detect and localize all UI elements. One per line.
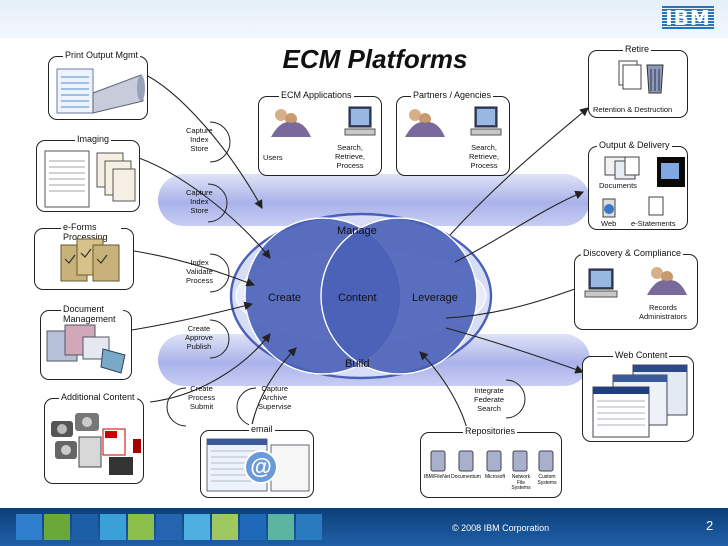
arrows — [127, 71, 589, 436]
retire-icon — [618, 60, 664, 94]
retire-box[interactable]: Retire Retention & Destruction — [588, 44, 688, 118]
arrow-print — [139, 71, 263, 209]
box-label: email — [249, 424, 275, 434]
repo-documentum: Documentum — [451, 474, 481, 480]
search-label: Search, Retrieve, Process — [469, 143, 500, 170]
box-label: e-Forms Processing — [61, 222, 121, 242]
imaging-box[interactable]: Imaging — [36, 134, 140, 212]
eforms-box[interactable]: e-Forms Processing — [34, 222, 134, 290]
arrow-additional — [149, 333, 271, 403]
label-leverage: Leverage — [412, 292, 458, 304]
partners-icon — [405, 106, 502, 137]
print-output-box[interactable]: Print Output Mgmt — [48, 50, 148, 120]
center-ellipses — [229, 212, 493, 380]
copyright: © 2008 IBM Corporation — [452, 523, 550, 533]
capture-label-4: Create Approve Publish — [185, 324, 213, 351]
capture-label-5: Create Process Submit — [188, 384, 216, 411]
document-management-box[interactable]: Document Management — [40, 304, 132, 380]
retention-label: Retention & Destruction — [593, 105, 673, 114]
box-label: Additional Content — [59, 392, 137, 402]
arrow-output — [454, 190, 585, 263]
output-delivery-icon — [602, 156, 685, 218]
users-label: Users — [263, 153, 283, 162]
leverage-circle — [320, 217, 478, 375]
repo-network-file-systems: Network File Systems — [511, 474, 531, 491]
page-title: ECM Platforms — [282, 44, 468, 74]
email-box[interactable]: email @ — [200, 424, 314, 498]
repo-microsoft: Microsoft — [484, 474, 506, 480]
eforms-icon — [60, 238, 120, 282]
box-label: Output & Delivery — [597, 140, 672, 150]
header-bar — [0, 0, 728, 38]
footer-tile — [44, 514, 70, 540]
web-content-icon — [592, 364, 688, 438]
repositories-icon — [430, 450, 554, 472]
svg-text:@: @ — [250, 454, 271, 479]
discovery-compliance-box[interactable]: Discovery & Compliance Records Administr… — [574, 248, 698, 330]
footer-tile — [240, 514, 266, 540]
capture-label-7: Integrate Federate Search — [474, 386, 505, 413]
footer-tile — [212, 514, 238, 540]
arrow-imaging — [129, 154, 271, 259]
ibm-logo: IBM — [662, 6, 714, 30]
repo-ibm-filenet: IBM/FileNet — [423, 474, 451, 480]
box-label: Web Content — [613, 350, 670, 360]
ecm-applications-box[interactable]: ECM Applications Users Search, Retrieve,… — [258, 90, 382, 176]
box-label: Document Management — [61, 304, 123, 324]
footer-tile — [296, 514, 322, 540]
capture-label-1: Capture Index Store — [186, 126, 213, 153]
arrow-eforms — [127, 249, 256, 287]
capture-label-6: Capture Archive Supervise — [258, 384, 292, 411]
box-label: Partners / Agencies — [411, 90, 494, 100]
box-label: Print Output Mgmt — [63, 50, 141, 60]
repositories-box[interactable]: Repositories IBM/FileNet Documentum Micr… — [420, 426, 562, 498]
label-manage: Manage — [337, 225, 377, 237]
imaging-icon — [44, 150, 136, 208]
repo-custom-systems: Custom Systems — [537, 474, 557, 486]
arrow-retire — [449, 107, 589, 236]
additional-content-icon — [51, 413, 141, 475]
estatements-label: e-Statements — [631, 219, 676, 228]
web-content-box[interactable]: Web Content — [582, 350, 694, 442]
arrow-repos — [419, 351, 469, 433]
web-label: Web — [601, 219, 617, 228]
label-create: Create — [268, 292, 302, 304]
additional-content-box[interactable]: Additional Content — [44, 392, 144, 484]
arrow-docmgmt — [131, 301, 254, 331]
footer-tile — [268, 514, 294, 540]
label-build: Build — [345, 358, 370, 370]
capture-label-2: Capture Index Store — [186, 188, 213, 215]
box-label: Imaging — [75, 134, 112, 144]
box-label: Retire — [623, 44, 652, 54]
capture-label-3: Index Validate Process — [186, 258, 214, 285]
discovery-icon — [584, 267, 687, 298]
print-output-icon — [56, 68, 145, 114]
box-label: ECM Applications — [279, 90, 354, 100]
documents-label: Documents — [599, 181, 637, 190]
document-management-icon — [46, 324, 126, 374]
records-admin-label: Records Administrators — [639, 303, 687, 321]
box-label: Repositories — [463, 426, 518, 436]
search-label: Search, Retrieve, Process — [335, 143, 366, 170]
arrow-webcontent — [445, 327, 585, 374]
footer-tile — [128, 514, 154, 540]
email-icon: @ — [206, 438, 310, 492]
footer-tile — [184, 514, 210, 540]
footer-tile — [72, 514, 98, 540]
page-number: 2 — [706, 518, 714, 533]
footer-tile — [100, 514, 126, 540]
arrow-discovery — [445, 284, 585, 319]
label-content: Content — [338, 292, 377, 304]
footer-tile — [156, 514, 182, 540]
partners-agencies-box[interactable]: Partners / Agencies Search, Retrieve, Pr… — [396, 90, 510, 176]
footer-tile — [16, 514, 42, 540]
output-delivery-box[interactable]: Output & Delivery Documents Web e-Statem… — [588, 140, 688, 230]
users-icon — [271, 106, 376, 137]
capture-arcs — [166, 121, 526, 427]
box-label: Discovery & Compliance — [581, 248, 684, 258]
